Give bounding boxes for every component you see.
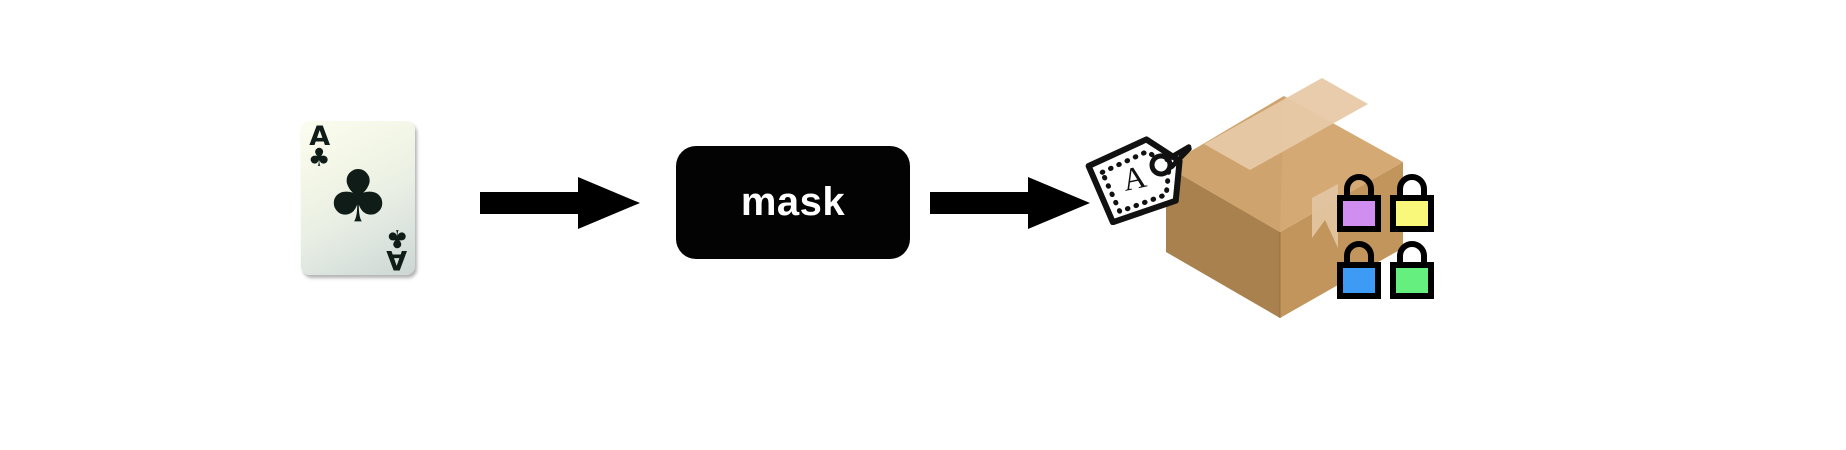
arrow-right-icon — [480, 177, 640, 229]
club-icon-center: ♣ — [325, 154, 391, 239]
mask-label: mask — [740, 180, 846, 224]
club-icon-top: ♣ — [308, 142, 331, 172]
arrow-card-to-mask — [480, 177, 640, 234]
tag-icon: A — [1085, 136, 1192, 226]
lock-yellow-icon — [1390, 174, 1434, 232]
lock-blue-icon — [1337, 241, 1381, 299]
mask-operation-box[interactable]: mask — [676, 146, 910, 259]
arrow-right-icon — [930, 177, 1090, 229]
card-rank-top: A — [309, 121, 330, 152]
label-tag: A — [1078, 130, 1198, 230]
arrow-mask-to-box — [930, 177, 1090, 234]
lock-green-icon — [1390, 241, 1434, 299]
club-icon-bottom: ♣ — [385, 224, 408, 254]
card-corner-top-left: A ♣ — [308, 121, 331, 172]
playing-card-ace-of-clubs: A ♣ ♣ A ♣ — [301, 121, 415, 275]
lock-grid — [1336, 170, 1435, 301]
lock-purple-icon — [1337, 174, 1381, 232]
card-corner-bottom-right: A ♣ — [385, 224, 408, 275]
